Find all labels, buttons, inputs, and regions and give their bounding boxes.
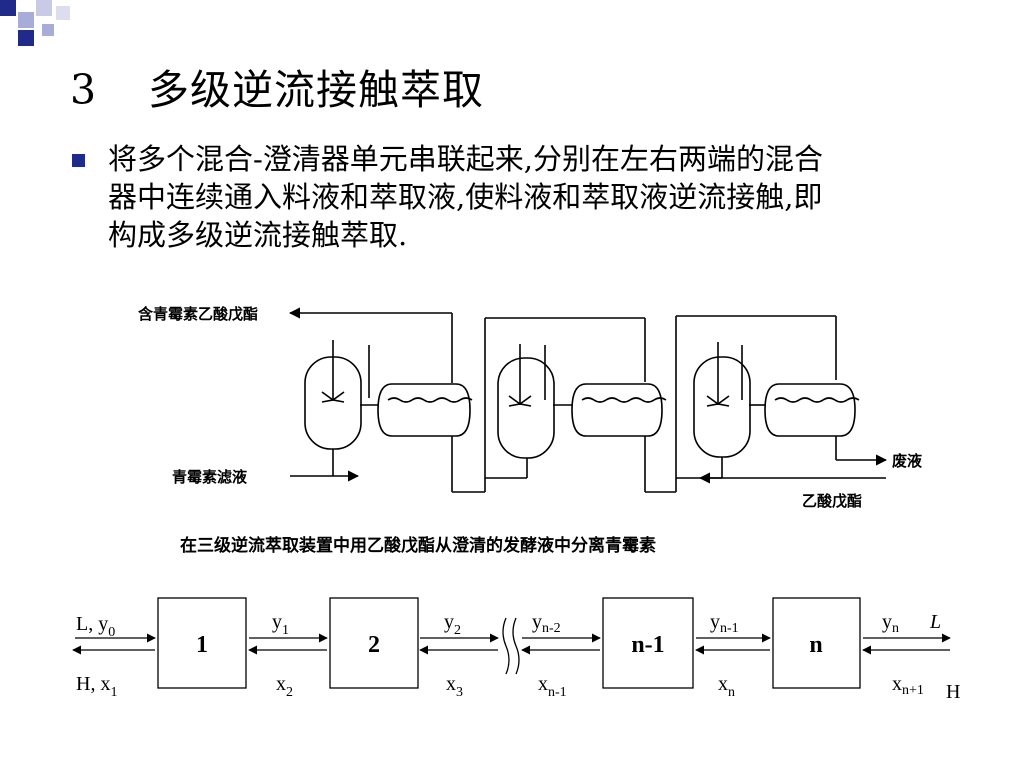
bullet-line-1: 将多个混合-澄清器单元串联起来,分别在左右两端的混合 xyxy=(108,142,824,176)
bullet-line-3: 构成多级逆流接触萃取. xyxy=(108,218,408,252)
mixer-settler-unit-3 xyxy=(676,342,860,479)
apparatus-diagram xyxy=(288,307,888,493)
bullet-line-2: 器中连续通入料液和萃取液,使料液和萃取液逆流接触,即 xyxy=(108,180,823,214)
page-title: 3 多级逆流接触萃取 xyxy=(70,64,484,116)
mixer-settler-unit-2 xyxy=(485,344,667,492)
label-right-top: L xyxy=(929,611,941,633)
mixer-settler-unit-1 xyxy=(304,340,473,492)
stream-top-5: yn xyxy=(882,611,899,636)
title-number: 3 xyxy=(70,66,98,114)
stage-box-n xyxy=(772,597,861,689)
label-left-top: L, y0 xyxy=(76,613,115,640)
stage-box-n-1 xyxy=(602,597,694,689)
bullet-square-icon xyxy=(72,154,85,167)
stream-top-1: y1 xyxy=(272,611,289,638)
stage-label-n-1: n-1 xyxy=(631,632,664,658)
stage-box-2 xyxy=(329,597,419,689)
stage-label-n: n xyxy=(809,632,822,658)
stage-diagram xyxy=(72,597,951,689)
stream-bottom-3: xn-1 xyxy=(538,673,567,700)
stream-bottom-2: x3 xyxy=(446,673,463,700)
stage-label-2: 2 xyxy=(368,632,380,658)
break-mark-left xyxy=(502,617,510,675)
apparatus-caption: 在三级逆流萃取装置中用乙酸戊酯从澄清的发酵液中分离青霉素 xyxy=(180,535,656,556)
label-left-bottom: H, x1 xyxy=(76,673,117,700)
stream-bottom-1: x2 xyxy=(276,673,293,700)
label-right-bottom: H xyxy=(946,681,960,703)
stream-bottom-5: xn+1 xyxy=(892,673,924,698)
stream-top-2: y2 xyxy=(444,611,461,638)
label-product-ester: 含青霉素乙酸戊酯 xyxy=(138,305,258,323)
stream-bottom-4: xn xyxy=(718,673,735,700)
stage-box-1 xyxy=(157,597,247,689)
bullet-paragraph: 将多个混合-澄清器单元串联起来,分别在左右两端的混合 器中连续通入料液和萃取液,… xyxy=(108,140,968,254)
break-mark-right xyxy=(512,617,520,675)
label-waste: 废液 xyxy=(892,452,923,470)
corner-decoration xyxy=(0,0,80,52)
stage-label-1: 1 xyxy=(196,632,208,658)
label-feed-filtrate: 青霉素滤液 xyxy=(172,468,248,486)
stream-top-4: yn-1 xyxy=(710,611,739,636)
label-solvent: 乙酸戊酯 xyxy=(802,492,862,510)
stream-top-3: yn-2 xyxy=(532,611,561,636)
title-text: 多级逆流接触萃取 xyxy=(148,66,484,114)
